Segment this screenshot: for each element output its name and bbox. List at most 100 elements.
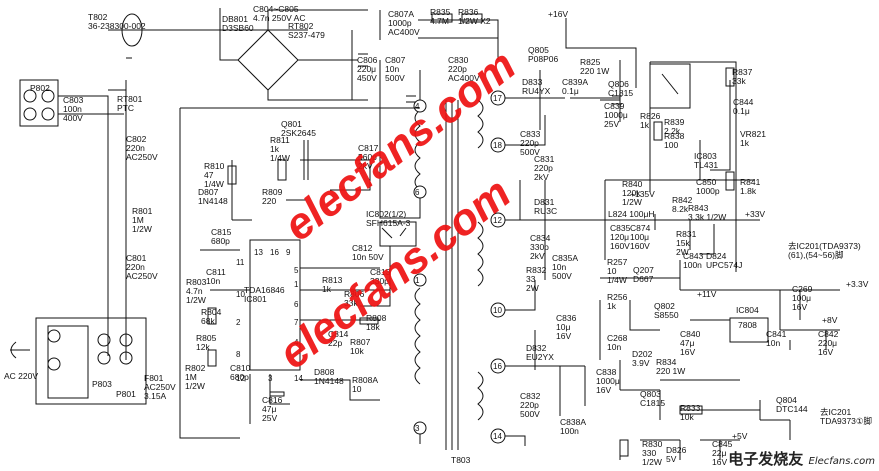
label-q805: Q805 P08P06 — [528, 45, 559, 64]
label-r813: R813 1k — [322, 275, 343, 294]
label-c838: C838 1000μ 16V — [596, 367, 620, 395]
label-ic804: IC804 — [736, 305, 759, 315]
label-r841: R841 1.8k — [740, 177, 761, 196]
label-q806: Q806 C1815 — [608, 79, 634, 98]
ic801-pin: 13 — [254, 248, 263, 257]
label-r809: R809 220 — [262, 187, 283, 206]
label-ic802: IC802(1/2) SFH615A-3 — [366, 209, 411, 228]
label-v33b: +3.3V — [846, 279, 869, 289]
label-r810: R810 47 1/4W — [204, 161, 225, 189]
label-vr821: VR821 1k — [740, 129, 766, 148]
label-r831: R831 15k 2W — [676, 229, 697, 257]
ic801-pin: 5 — [294, 266, 299, 275]
label-c835: C835 120μ 160V — [610, 223, 631, 251]
logo-subtext: Elecfans.com — [808, 456, 875, 467]
label-ic801: TDA16846 IC801 — [244, 285, 285, 304]
label-r257: R257 10 1/4W — [607, 257, 628, 285]
label-c838a: C838A 100n — [560, 417, 586, 436]
label-r836: R836 1/2W X2 — [458, 7, 491, 26]
transformer-t803 — [379, 70, 506, 450]
label-c813: C813 330p — [370, 267, 391, 286]
label-d831: D831 RU3C — [534, 197, 558, 216]
label-c831: C831 220p 2kV — [534, 154, 555, 182]
label-v135: +135V — [630, 189, 655, 199]
ic801-pin: 12 — [236, 374, 245, 383]
label-c841: C841 10n — [766, 329, 787, 348]
label-q207: Q207 D667 — [633, 265, 654, 284]
label-c839: C839 1000μ 25V — [604, 101, 628, 129]
label-c815: C815 680p — [211, 227, 232, 246]
label-r808a: R808A 10 — [352, 375, 378, 394]
label-c807: C807 10n 500V — [385, 55, 406, 83]
label-p801: P801 — [116, 389, 136, 399]
ic801-pin: 1 — [294, 280, 299, 289]
pin-p18: 18 — [493, 141, 502, 150]
label-ic201b: 去IC201 TDA9373①脚 — [820, 407, 873, 426]
label-d826: D826 5V — [666, 445, 687, 464]
pin-p10: 10 — [493, 306, 502, 315]
label-c874: C874 100μ 160V — [630, 223, 651, 251]
label-r830: R830 330 1/2W — [642, 439, 663, 467]
label-p803: P803 — [92, 379, 112, 389]
label-c839a: C839A 0.1μ — [562, 77, 588, 96]
label-c810: C810 680p — [230, 363, 251, 382]
label-c844: C844 0.1μ — [733, 97, 754, 116]
secondary-circuits — [505, 18, 840, 460]
label-r832: R832 33 2W — [526, 265, 547, 293]
label-c834: C834 330p 2kV — [530, 233, 551, 261]
label-r838: R838 100 — [664, 131, 685, 150]
pin-p4: 4 — [415, 102, 420, 111]
label-c269: C269 100μ 16V — [792, 284, 813, 312]
label-c807a: C807A 1000p AC400V — [388, 9, 420, 37]
primary-control — [179, 107, 420, 439]
ic801-pin: 9 — [286, 248, 291, 257]
pin-p12: 12 — [493, 216, 502, 225]
site-logo: 电子发烧友 Elecfans.com — [728, 448, 875, 469]
label-rt801: RT801 PTC — [117, 94, 143, 113]
label-c832: C832 220p 500V — [520, 391, 541, 419]
label-r826: R826 1k — [640, 111, 661, 130]
label-p802: P802 — [30, 83, 50, 93]
ic801-pin: 4 — [294, 338, 299, 347]
label-r843: R843 3.3k 1/2W — [688, 203, 727, 222]
label-q802: Q802 S8550 — [654, 301, 679, 320]
ic801-pin: 8 — [236, 350, 241, 359]
label-ic201: 去IC201(TDA9373) (61),(54~56)脚 — [788, 241, 861, 260]
pin-p1: 1 — [415, 276, 420, 285]
label-c836: C836 10μ 16V — [556, 313, 577, 341]
label-v16: +16V — [548, 9, 569, 19]
pin-p6: 6 — [415, 188, 420, 197]
label-r801: R801 1M 1/2W — [132, 206, 153, 234]
label-c840: C840 47μ 16V — [680, 329, 701, 357]
label-r805: R805 12k — [196, 333, 217, 352]
label-ic804b: 7808 — [738, 320, 757, 330]
label-q801: Q801 2SK2645 — [281, 119, 316, 138]
label-v5: +5V — [732, 431, 748, 441]
label-q803: Q803 C1815 — [640, 389, 666, 408]
label-c811: C811 10n — [206, 267, 226, 286]
logo-text: 电子发烧友 — [728, 450, 804, 468]
label-c268: C268 10n — [607, 333, 628, 352]
label-r842: R842 8.2k — [672, 195, 693, 214]
label-c812: C812 10n 50V — [352, 243, 384, 262]
label-r835: R835 4.7M — [430, 7, 451, 26]
label-d202: D202 3.9V — [632, 349, 653, 368]
label-c843: C843 100n — [683, 251, 704, 270]
label-c806: C806 220μ 450V — [357, 55, 378, 83]
label-db801: DB801 D3SB60 — [222, 14, 254, 33]
label-r839: R839 2.2k — [664, 117, 685, 136]
label-r804: R804 68k — [201, 307, 222, 326]
label-r837: R837 33k — [732, 67, 753, 86]
label-v8: +8V — [822, 315, 838, 325]
label-d807: D807 1N4148 — [198, 187, 228, 206]
ic801-pin: 6 — [294, 300, 299, 309]
label-l824: L824 100μH — [608, 209, 655, 219]
pin-p3: 3 — [415, 424, 420, 433]
label-d833: D833 RU4YX — [522, 77, 551, 96]
label-rt802: RT802 S237-479 — [288, 21, 325, 40]
label-v33: +33V — [745, 209, 766, 219]
pin-p17: 17 — [493, 94, 502, 103]
mains-input — [10, 29, 308, 405]
